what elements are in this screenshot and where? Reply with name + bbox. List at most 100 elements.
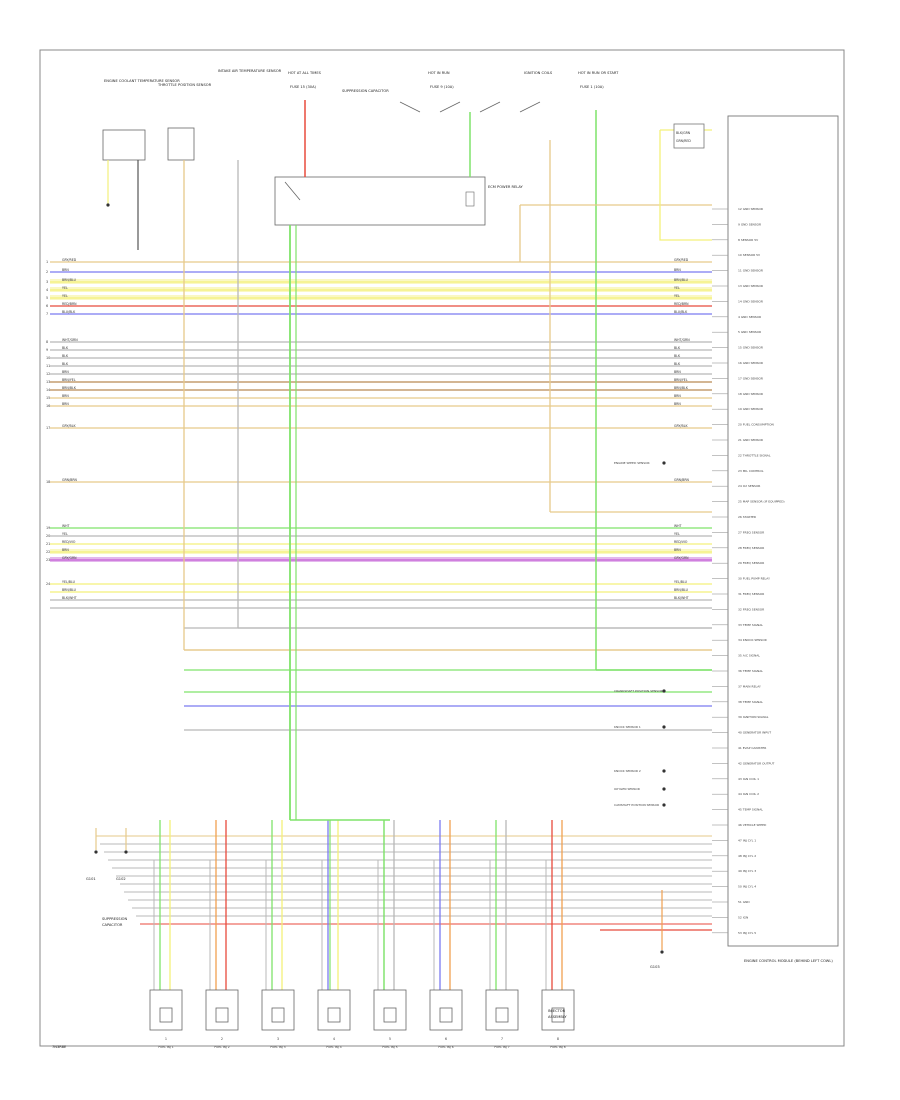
row-index: 18 [46, 480, 50, 484]
ecm-pin-label: 38 TEMP SIGNAL [738, 700, 763, 704]
injector-inner-box [383, 1007, 397, 1023]
row-left-label: BLK [62, 346, 69, 350]
injector-label: FUEL INJ 7 [494, 1045, 509, 1049]
ground-dot [94, 850, 98, 854]
ecm-pin-label: 28 FREQ SENSOR [738, 546, 764, 550]
row-right-label: BRN [674, 394, 681, 398]
injector-box [373, 989, 407, 1031]
row-left-label: BRN [62, 394, 69, 398]
ecm-pin-label: 30 FUEL PUMP RELAY [738, 577, 770, 581]
row-left-label: BRN/BLU [62, 588, 77, 592]
ecm-pin-label: 52 IGN [738, 915, 748, 919]
injector-number: 8 [557, 1037, 559, 1041]
row-right-label: GRY/GRN [674, 556, 689, 560]
ecm-pin-label: 41 EVAP CANISTER [738, 746, 766, 750]
ecm-pin-label: 5 GND SENSOR [738, 330, 761, 334]
diagram-code: 7N3R8E [52, 1045, 67, 1049]
sensor-1-label: ENGINE COOLANT TEMPERATURE SENSOR [104, 79, 180, 83]
ecm-pin-label: 48 INJ CYL 2 [738, 854, 756, 858]
row-right-label: YEL [674, 286, 680, 290]
injector-box [429, 989, 463, 1031]
relay-switch [284, 181, 301, 201]
ground-1: G101 [86, 877, 96, 881]
injector-group-label: INJECTOR [548, 1009, 566, 1013]
ecm-pin-label: 47 INJ CYL 1 [738, 838, 756, 842]
ecm-pin-label: 44 IGN COIL 2 [738, 792, 759, 796]
row-index: 15 [46, 396, 50, 400]
row-left-label: GRN/BRN [62, 478, 78, 482]
row-right-label: BRN [674, 268, 681, 272]
page-frame [39, 49, 845, 1047]
injector-label: FUEL INJ 5 [382, 1045, 397, 1049]
ecm-pin-label: 26 STARTER [738, 515, 756, 519]
power-relay-box [274, 176, 486, 226]
ecm-pin-label: 15 GND SENSOR [738, 346, 763, 350]
ecm-pin-label: 11 GND SENSOR [738, 269, 763, 273]
injector-inner-box [495, 1007, 509, 1023]
ground-2: G102 [116, 877, 126, 881]
wire-layer [50, 100, 728, 990]
fuse-right-rating: FUSE 1 (10A) [580, 85, 604, 89]
ecm-border [727, 115, 839, 947]
ecm-pin-label: 40 GENERATOR INPUT [738, 731, 771, 735]
ground-dot [106, 203, 110, 207]
row-right-label: YEL [674, 532, 680, 536]
ecm-side-input-label: KNOCK SENSOR 2 [614, 769, 641, 773]
relay-coil [465, 191, 475, 207]
injector-inner-box [159, 1007, 173, 1023]
row-left-label: BRN/YEL [62, 378, 76, 382]
row-left-label: BLK [62, 362, 69, 366]
injector-number: 3 [277, 1037, 279, 1041]
injector-box [149, 989, 183, 1031]
ecm-pin-label: 9 GND SENSOR [738, 222, 761, 226]
row-right-label: BLU/BLK [674, 310, 688, 314]
top-switch-contacts [399, 101, 541, 113]
ecm-pin-label: 19 GND SENSOR [738, 407, 763, 411]
ecm-pin-label: 43 IGN COIL 1 [738, 777, 759, 781]
ecm-side-input-label: CRANKSHAFT POSITION SENSOR [614, 689, 663, 693]
injector-box [205, 989, 239, 1031]
injector-number: 4 [333, 1037, 335, 1041]
row-index: 12 [46, 372, 50, 376]
injector-label: FUEL INJ 2 [214, 1045, 229, 1049]
row-right-label: YEL [674, 294, 680, 298]
injector-area: SUPPRESSION CAPACITOR INJECTOR ASSEMBLY … [52, 877, 660, 1049]
top-right-label-b: GRN/RED [676, 139, 691, 143]
row-right-label: BRN [674, 370, 681, 374]
fuse-left-rating: FUSE 15 (30A) [290, 85, 317, 89]
row-right-label: GRN/BRN [674, 478, 690, 482]
ecm-pin-label: 51 GND [738, 900, 750, 904]
fuse-left-label: HOT AT ALL TIMES [288, 71, 322, 75]
row-left-label: WHT/GRN [62, 338, 78, 342]
ecm-pin-label: 22 THROTTLE SIGNAL [738, 453, 771, 457]
ecm-pin-label: 4 GND SENSOR [738, 315, 761, 319]
fuse-right-label: HOT IN RUN OR START [578, 71, 619, 75]
injector-inner-box [215, 1007, 229, 1023]
row-left-label: RED/BRN [62, 302, 77, 306]
row-left-label: BRN/BLK [62, 386, 77, 390]
ecm-pin-label: 32 FREQ SENSOR [738, 607, 764, 611]
ecm-pin-label: 24 O2 SENSOR [738, 484, 760, 488]
injector-inner-box [439, 1007, 453, 1023]
row-left-label: YEL [62, 286, 68, 290]
injector-inner-box [327, 1007, 341, 1023]
row-index: 9 [46, 348, 48, 352]
ecm-pin-label: 34 KNOCK SENSOR [738, 638, 767, 642]
capacitor-lower-label-2: CAPACITOR [102, 923, 123, 927]
capacitor-label: SUPPRESSION CAPACITOR [342, 89, 389, 93]
row-left-label: BRN [62, 402, 69, 406]
ecm-side-input-label: CAMSHAFT POSITION SENSOR [614, 803, 659, 807]
row-right-label: BRN/BLK [674, 386, 689, 390]
sensor-3-label: INTAKE AIR TEMPERATURE SENSOR [218, 69, 282, 73]
row-index: 5 [46, 296, 48, 300]
row-index: 11 [46, 364, 50, 368]
row-right-label: RED/BRN [674, 302, 689, 306]
row-left-label: BRN [62, 548, 69, 552]
sensor-2-label: THROTTLE POSITION SENSOR [157, 83, 212, 87]
injector-number: 7 [501, 1037, 503, 1041]
ecm-pin-label: 16 GND SENSOR [738, 361, 763, 365]
ecm-pin-label: 20 FUEL CONSUMPTION [738, 423, 774, 427]
top-right-label-a: BLK/GRN [676, 131, 691, 135]
ecm-side-input-dot [662, 769, 666, 773]
